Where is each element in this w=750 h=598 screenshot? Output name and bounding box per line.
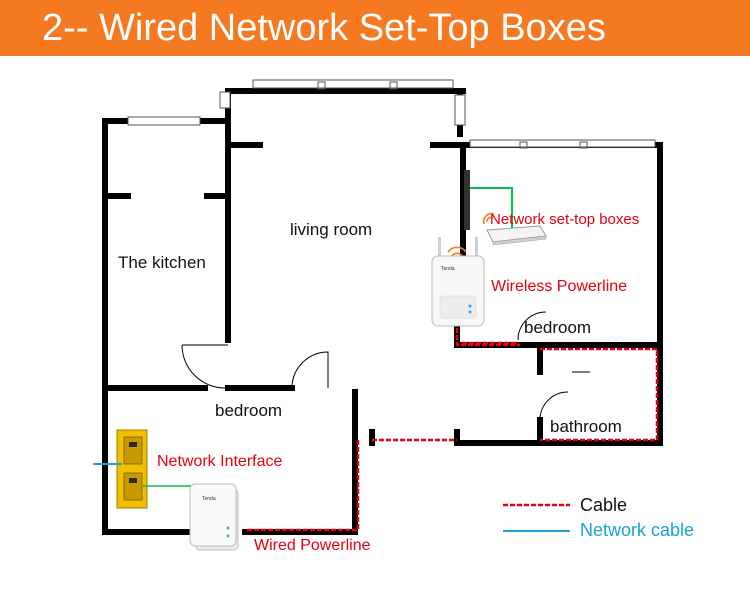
label-wireless-powerline: Wireless Powerline [491,278,628,295]
wireless-powerline-brand: Tenda [441,266,455,272]
page-title: 2-- Wired Network Set-Top Boxes [42,7,606,49]
network-interface-icon [116,429,148,509]
label-kitchen: The kitchen [118,253,206,272]
label-bedroom-left: bedroom [215,401,283,420]
wifi-icon [447,246,467,257]
doors [181,311,590,421]
legend-network-cable-label: Network cable [580,520,695,540]
wireless-powerline-icon [431,237,485,327]
label-set-top-boxes: Network set-top boxes [490,211,640,228]
title-bar: 2-- Wired Network Set-Top Boxes [0,0,750,56]
tv-icon [464,170,470,230]
label-wired-powerline: Wired Powerline [254,537,371,554]
wired-powerline-icon [189,483,239,551]
set-top-box-icon [486,225,547,246]
wifi-icon [482,212,495,225]
hdmi-cable [470,187,513,228]
windows [127,79,656,148]
cable-path [245,328,659,532]
wired-powerline-brand: Tenda [202,496,216,502]
label-network-interface: Network Interface [157,453,283,470]
label-bathroom: bathroom [550,417,622,436]
legend-cable-label: Cable [580,495,628,515]
label-bedroom-right: bedroom [524,318,592,337]
label-living-room: living room [290,220,373,239]
